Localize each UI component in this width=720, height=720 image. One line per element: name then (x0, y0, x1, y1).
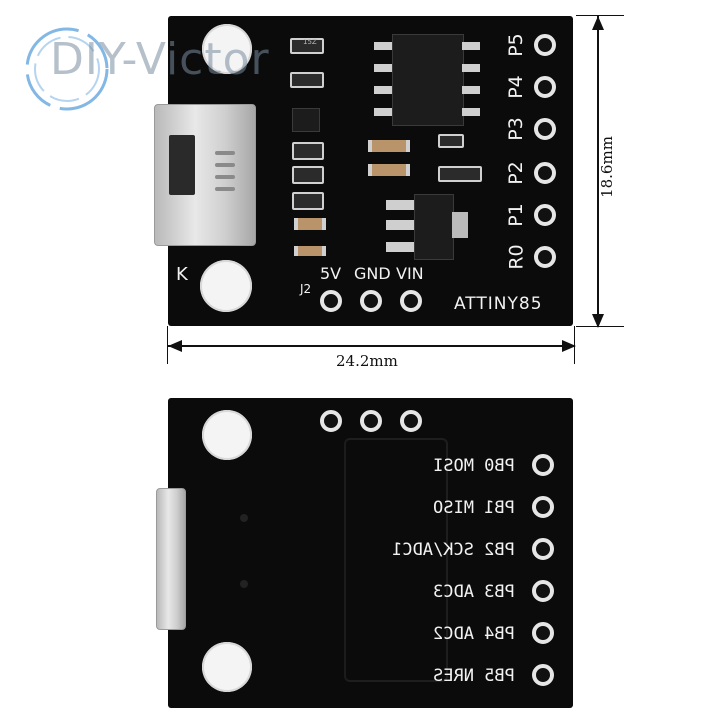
arrow-up-icon (592, 16, 604, 30)
voltage-regulator (414, 194, 454, 260)
via (240, 514, 248, 522)
pin-pad-p2 (534, 162, 556, 184)
pin-label-p3: P3 (504, 117, 527, 141)
power-pad (360, 410, 382, 432)
pin-pad-p3 (534, 118, 556, 140)
pin-pad-pb0 (532, 454, 554, 476)
power-pad-gnd (360, 290, 382, 312)
regulator-tab (452, 212, 468, 238)
pcb-trace (344, 438, 448, 682)
smd-capacitor (368, 164, 410, 176)
pin-pad-p4 (534, 76, 556, 98)
usb-contact (215, 175, 235, 179)
pin-label-pb0: PB0 MOSI (433, 456, 515, 476)
pin-pad-pb1 (532, 496, 554, 518)
smd-capacitor (294, 246, 326, 256)
height-dimension-tick-bottom (576, 326, 624, 327)
power-label-gnd: GND (354, 264, 391, 283)
height-dimension-tick-top (576, 15, 624, 16)
width-arrows (168, 340, 576, 352)
transistor (292, 108, 320, 132)
mounting-hole-bottom (200, 260, 252, 312)
pin-label-r0: R0 (505, 244, 528, 270)
chip-pin (374, 42, 392, 50)
mounting-hole-bottom (202, 642, 252, 692)
board-name-label: ATTINY85 (454, 294, 543, 314)
watermark-text: DIY-Victor (50, 34, 270, 85)
power-pad (400, 410, 422, 432)
corner-label: K (176, 264, 188, 285)
via (240, 580, 248, 588)
pin-label-pb3: PB3 ADC3 (433, 582, 515, 602)
smd-diode (292, 166, 324, 184)
height-dimension-label: 18.6mm (597, 136, 616, 198)
smd-led (438, 166, 482, 182)
width-dimension-label: 24.2mm (336, 352, 398, 370)
attiny85-chip (392, 34, 464, 126)
smd-resistor (290, 72, 324, 88)
mounting-hole-top (202, 24, 252, 74)
usb-contact (215, 151, 235, 155)
power-pad-5v (320, 290, 342, 312)
smd-diode (292, 142, 324, 160)
chip-pin (374, 108, 392, 116)
arrow-down-icon (592, 314, 604, 328)
chip-pin (374, 64, 392, 72)
smd-resistor (290, 38, 324, 54)
chip-marking: 15Z (303, 38, 317, 46)
regulator-pin (386, 220, 414, 230)
smd-capacitor (368, 140, 410, 152)
smd-diode (292, 192, 324, 210)
pin-pad-p5 (534, 34, 556, 56)
micro-usb-edge (156, 488, 186, 630)
pin-pad-pb5 (532, 664, 554, 686)
width-dimension-line (168, 345, 574, 347)
height-dimension-line (597, 16, 599, 326)
height-arrows (592, 16, 604, 328)
power-label-5v: 5V (320, 264, 342, 283)
pin-pad-r0 (534, 246, 556, 268)
pin-label-pb5: PB5 NRES (433, 666, 515, 686)
usb-contact (215, 187, 235, 191)
mounting-hole-top (202, 410, 252, 460)
board-bottom-view: PB0 MOSI PB1 MISO PB2 SCK/ADC1 PB3 ADC3 … (156, 398, 573, 708)
jumper-label: J2 (300, 282, 312, 296)
power-label-vin: VIN (396, 264, 424, 283)
micro-usb-connector (154, 104, 256, 246)
watermark-circle-icon (25, 27, 109, 111)
smd-resistor (438, 134, 464, 148)
width-dimension-tick-left (167, 326, 168, 364)
regulator-pin (386, 242, 414, 252)
board-top-view: K 15Z P5 P4 P3 P2 P1 R0 5V GND VIN J2 AT… (154, 16, 573, 326)
usb-contact (215, 163, 235, 167)
pin-label-p1: P1 (504, 203, 527, 227)
chip-pin (374, 86, 392, 94)
pin-pad-pb4 (532, 622, 554, 644)
pin-pad-p1 (534, 204, 556, 226)
pin-label-p5: P5 (504, 33, 527, 57)
width-dimension-tick-right (574, 326, 575, 364)
chip-pin (462, 108, 480, 116)
pin-label-pb1: PB1 MISO (433, 498, 515, 518)
chip-pin (462, 86, 480, 94)
arrow-left-icon (168, 340, 182, 352)
regulator-pin (386, 200, 414, 210)
chip-pin (462, 42, 480, 50)
usb-port-slot (169, 135, 195, 195)
pin-pad-pb2 (532, 538, 554, 560)
pin-label-p2: P2 (504, 161, 527, 185)
pin-label-p4: P4 (504, 75, 527, 99)
smd-capacitor (294, 218, 326, 230)
pin-pad-pb3 (532, 580, 554, 602)
arrow-right-icon (562, 340, 576, 352)
pin-label-pb4: PB4 ADC2 (433, 624, 515, 644)
power-pad-vin (400, 290, 422, 312)
chip-pin (462, 64, 480, 72)
pin-label-pb2: PB2 SCK/ADC1 (392, 540, 515, 560)
power-pad (320, 410, 342, 432)
